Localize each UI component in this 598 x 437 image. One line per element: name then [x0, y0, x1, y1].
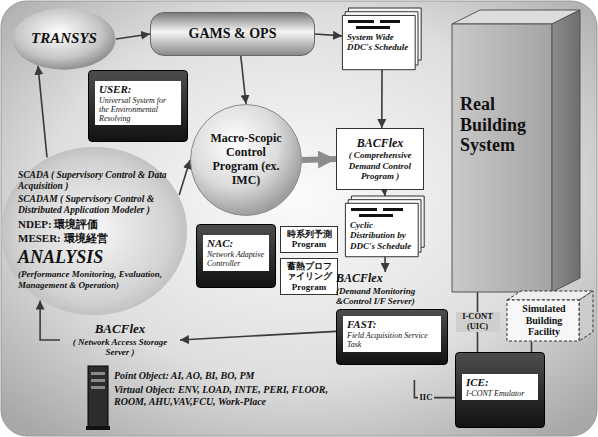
- node-title: 蓄熱プロファイリング Program: [284, 261, 334, 292]
- connector: [384, 257, 386, 272]
- ellipse-shape: [1, 147, 187, 315]
- node-title: Cyclic Distribution by DDC's Schedule: [350, 220, 413, 251]
- program-box: 蓄熱プロファイリング Program: [280, 258, 338, 295]
- device-box: ICE:I-CONT Emulator: [455, 352, 545, 428]
- connector: [179, 160, 190, 195]
- analysis-ellipse: SCADA ( Supervisory Control & Data Acqui…: [0, 146, 188, 316]
- connector: [116, 34, 150, 39]
- node-text: (Demand Monitoring &Control I/F Server): [336, 286, 448, 307]
- node-title: ICE:: [466, 376, 534, 389]
- server-slot: [91, 379, 105, 382]
- server-slot: [91, 386, 105, 389]
- schedule-bar: [383, 208, 403, 211]
- device-label: ICE:I-CONT Emulator: [462, 374, 538, 400]
- node-text: Network Adaptive Controller: [207, 250, 265, 268]
- cube-side: [579, 291, 593, 341]
- node-text: FAST:: [347, 318, 437, 331]
- device-box: USER:Universal System for the Environmen…: [88, 70, 188, 142]
- simulated-cube: Simulated Building Facility: [506, 290, 594, 342]
- sheet: [342, 15, 415, 69]
- connector: [384, 190, 386, 196]
- node-title: Macro-Scopic Control Program (ex. IMC): [202, 132, 290, 187]
- program-box: BACFlex( Comprehensive Demand Control Pr…: [336, 128, 424, 190]
- connector: [241, 56, 246, 104]
- edge-label: I-CONT (UIC): [456, 312, 500, 332]
- schedule-bar: [380, 20, 400, 23]
- server-device: BACFlex(Demand Monitoring &Control I/F S…: [336, 272, 448, 380]
- schedule-document: Cyclic Distribution by DDC's Schedule: [345, 196, 425, 257]
- server-icon: [86, 366, 110, 430]
- schedule-document: System Wide DDC's Schedule: [342, 8, 422, 70]
- node-title: NAC:: [207, 237, 265, 250]
- node-title: GAMS & OPS: [159, 26, 306, 42]
- schedule-bar: [348, 20, 374, 23]
- node-title: SCADA ( Supervisory Control & Data Acqui…: [18, 170, 170, 192]
- building-block: Real Building System: [452, 10, 580, 292]
- device-label: NAC:Network Adaptive Controller: [203, 235, 269, 270]
- server-body: [88, 366, 108, 428]
- process-ellipse: TRANSYS: [12, 8, 116, 70]
- node-title: BACFlex: [336, 272, 448, 286]
- schedule-bar: [356, 26, 390, 29]
- object-list-label: Virtual Object: ENV, LOAD, INTE, PERI, F…: [114, 384, 354, 407]
- cube-top: [507, 291, 593, 300]
- server-slot: [91, 372, 105, 375]
- schedule-bar: [351, 208, 377, 211]
- node-title: System Wide DDC's Schedule: [347, 32, 410, 53]
- node-title: 時系列予測 Program: [284, 229, 334, 250]
- node-text: (Performance Monitoring, Evaluation, Man…: [18, 269, 170, 290]
- schedule-bars: [342, 8, 422, 32]
- device-box: NAC:Network Adaptive Controller: [196, 224, 276, 288]
- node-text: Universal System for the Environmental R…: [99, 96, 177, 124]
- device-label: USER:Universal System for the Environmen…: [95, 81, 181, 125]
- node-title: Simulated Building Facility: [510, 303, 578, 338]
- control-circle: Macro-Scopic Control Program (ex. IMC): [190, 104, 302, 216]
- node-title: USER:: [99, 83, 177, 96]
- node-text: NDEP: 環境評価: [18, 218, 170, 231]
- edge-label: IIC: [418, 393, 435, 403]
- node-title: TRANSYS: [20, 30, 108, 47]
- connector: [180, 331, 336, 340]
- building-front: [452, 24, 552, 292]
- sheet: [345, 203, 418, 256]
- building-side: [552, 10, 580, 292]
- connector: [315, 34, 342, 36]
- node-text: Field Acquisition Service Task: [347, 331, 437, 349]
- node-text: ( Comprehensive Demand Control Program ): [341, 150, 419, 181]
- node-title: Real Building System: [460, 94, 544, 156]
- node-text: I-CONT Emulator: [466, 389, 534, 398]
- node-text: MESER: 環境経営: [18, 232, 170, 245]
- node-text: ANALYSIS: [18, 247, 170, 268]
- node-text: SCADAM ( Supervisory Control & Distribut…: [18, 194, 170, 216]
- schedule-bar: [359, 214, 393, 217]
- device-label: FAST:Field Acquisition Service Task: [343, 316, 441, 351]
- schedule-bars: [345, 196, 425, 220]
- node-title: BACFlex: [60, 322, 180, 337]
- process-band: GAMS & OPS: [150, 12, 315, 56]
- storage-server: BACFlex( Network Access Storage Server ): [60, 322, 180, 358]
- cube-front: [507, 300, 579, 341]
- node-title: BACFlex: [341, 137, 419, 151]
- ellipse-shape: [13, 8, 116, 69]
- node-text: ( Network Access Storage Server ): [60, 337, 180, 358]
- connector: [38, 66, 47, 158]
- ellipse-shape: [191, 105, 302, 216]
- object-list-label: Point Object: AI, AO, BI, BO, PM: [114, 370, 354, 382]
- connector: [302, 159, 336, 160]
- program-box: 時系列予測 Program: [280, 226, 338, 253]
- connector: [531, 342, 533, 352]
- device-body: FAST:Field Acquisition Service Task: [336, 309, 448, 364]
- server-base: [86, 426, 110, 430]
- connector: [381, 70, 383, 128]
